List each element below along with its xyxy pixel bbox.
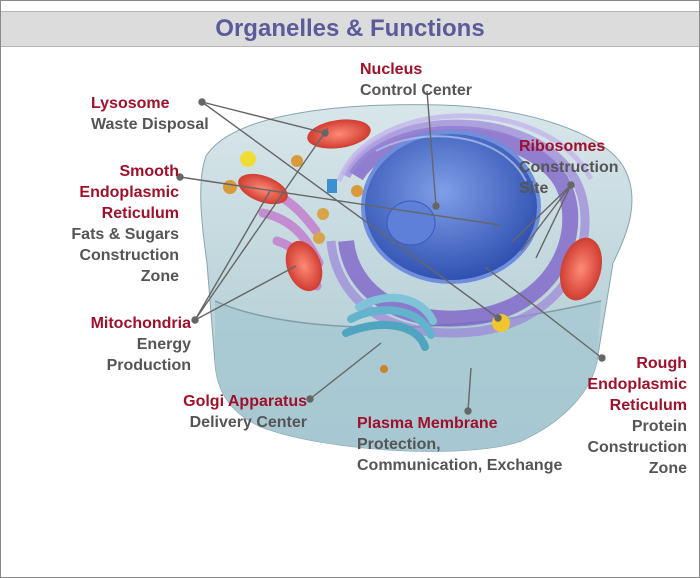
rough-er-desc-line3: Zone	[557, 458, 687, 479]
golgi-name: Golgi Apparatus	[121, 391, 307, 412]
ribosomes-name: Ribosomes	[519, 136, 619, 157]
mitochondria-desc-line2: Production	[31, 355, 191, 376]
golgi-desc: Delivery Center	[121, 412, 307, 433]
smooth-er-name-line1: Smooth	[31, 161, 179, 182]
nucleus-desc: Control Center	[360, 80, 472, 101]
rough-er-name-line2: Endoplasmic	[557, 374, 687, 395]
rough-er-name-line3: Reticulum	[557, 395, 687, 416]
label-lysosome: Lysosome Waste Disposal	[91, 93, 209, 135]
plasma-membrane-name: Plasma Membrane	[357, 413, 562, 434]
smooth-er-desc-line2: Construction	[31, 245, 179, 266]
label-golgi: Golgi Apparatus Delivery Center	[121, 391, 307, 433]
rough-er-name-line1: Rough	[557, 353, 687, 374]
nucleus-shape	[363, 132, 539, 282]
ribosomes-desc-line1: Construction	[519, 157, 619, 178]
plasma-membrane-desc-line1: Protection,	[357, 434, 562, 455]
label-nucleus: Nucleus Control Center	[360, 59, 472, 101]
lysosome-desc: Waste Disposal	[91, 114, 209, 135]
smooth-er-desc-line3: Zone	[31, 266, 179, 287]
label-mitochondria: Mitochondria Energy Production	[31, 313, 191, 376]
plasma-membrane-desc-line2: Communication, Exchange	[357, 455, 562, 476]
ribosomes-desc-line2: Site	[519, 178, 619, 199]
smooth-er-name-line2: Endoplasmic	[31, 182, 179, 203]
label-rough-er: Rough Endoplasmic Reticulum Protein Cons…	[557, 353, 687, 479]
mitochondria-desc-line1: Energy	[31, 334, 191, 355]
smooth-er-desc-line1: Fats & Sugars	[31, 224, 179, 245]
rough-er-desc-line2: Construction	[557, 437, 687, 458]
label-ribosomes: Ribosomes Construction Site	[519, 136, 619, 199]
mitochondria-name: Mitochondria	[31, 313, 191, 334]
nucleus-name: Nucleus	[360, 59, 472, 80]
smooth-er-name-line3: Reticulum	[31, 203, 179, 224]
label-smooth-er: Smooth Endoplasmic Reticulum Fats & Suga…	[31, 161, 179, 287]
label-plasma-membrane: Plasma Membrane Protection, Communicatio…	[357, 413, 562, 476]
rough-er-desc-line1: Protein	[557, 416, 687, 437]
lysosome-name: Lysosome	[91, 93, 209, 114]
